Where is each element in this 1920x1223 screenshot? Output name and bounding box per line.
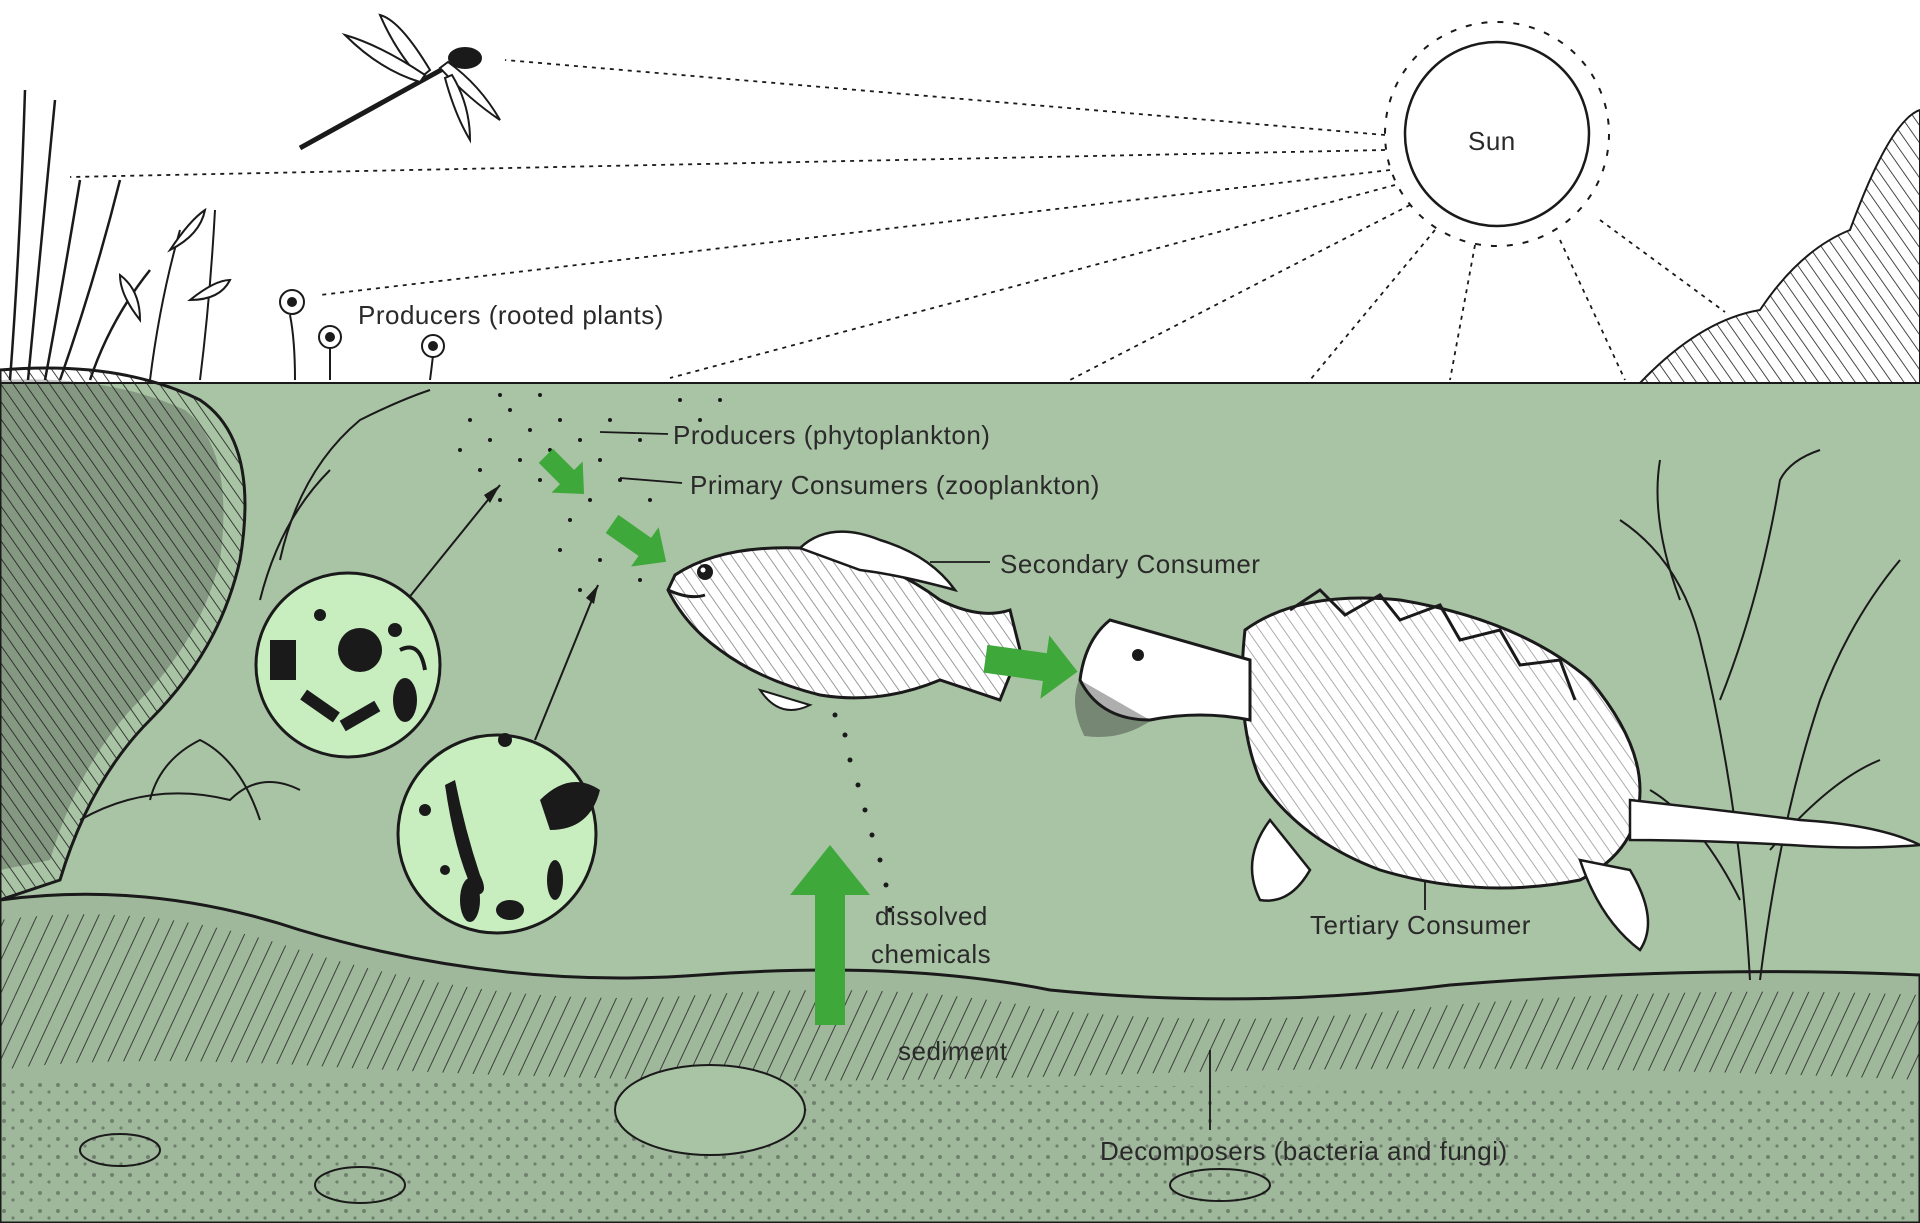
dissolved-chemicals-label-line2: chemicals [871,941,991,967]
sediment-dots [0,1080,1920,1223]
primary-consumers-label: Primary Consumers (zooplankton) [690,472,1100,498]
tertiary-consumer-label: Tertiary Consumer [1310,912,1531,938]
secondary-consumer-label: Secondary Consumer [1000,551,1260,577]
dissolved-chemicals-label-line1: dissolved [875,903,988,929]
producers-phytoplankton-label: Producers (phytoplankton) [673,422,990,448]
decomposers-label: Decomposers (bacteria and fungi) [1100,1138,1508,1164]
producers-rooted-label: Producers (rooted plants) [358,302,664,328]
sun-label: Sun [1468,128,1516,154]
sediment-label: sediment [898,1038,1008,1064]
sediment-rock [615,1065,805,1155]
sky [0,0,1920,383]
